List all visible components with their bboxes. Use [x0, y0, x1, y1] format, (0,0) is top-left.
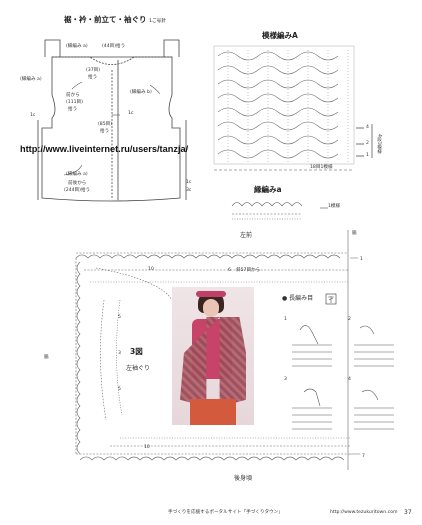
edge-label-top: (縁編み a): [66, 44, 88, 49]
pattern-a-repeat: 4段1模様: [376, 134, 382, 154]
edge-a-title: 縁編みa: [254, 185, 282, 194]
note-57: 斜57目から: [236, 268, 261, 273]
diagram3: [75, 230, 360, 470]
model-skirt: [190, 399, 236, 425]
stitch-guide: [292, 293, 394, 430]
pattern-a-mark-4: 4: [366, 125, 369, 130]
watermark-url: http://www.liveinternet.ru/users/tanzja/: [20, 144, 189, 154]
pattern-a-rows: [217, 50, 349, 162]
front-back-label: 前後から: [68, 181, 87, 186]
count-37b: 拾う: [88, 75, 98, 80]
footer-left: 手づくりを応援するポータルサイト「手づくりタウン」: [168, 510, 283, 515]
pattern-a-title: 模様編みA: [262, 31, 298, 40]
edge-a-chart: [231, 202, 328, 220]
pattern-a-mark-2: 2: [366, 141, 369, 146]
model-headband: [196, 291, 226, 297]
side-3c: 3c: [186, 188, 192, 193]
mark-3: 3: [118, 351, 121, 356]
mark-6: 6: [228, 268, 231, 273]
pattern-a-bottom-note: 18目1模様: [310, 165, 333, 170]
side-1c: 1c: [30, 113, 36, 118]
step-4: 4: [348, 377, 351, 382]
right-side-label: 脇: [352, 231, 357, 236]
side-1c-c: 1c: [186, 180, 192, 185]
side-1c-b: 1c: [128, 111, 134, 116]
count-top: (44目)拾う: [102, 44, 126, 49]
edge-left-label: (縁編み a): [20, 77, 42, 82]
mark-10: 10: [148, 267, 154, 272]
pattern-a-chart: [213, 45, 355, 171]
bottom-edge-label: (縁編み a): [66, 172, 88, 177]
model-photo: [172, 287, 254, 425]
mark-7: 7: [362, 454, 365, 459]
step-1: 1: [284, 317, 287, 322]
back-body-label: 後身頃: [234, 475, 253, 482]
mark-10b: 10: [144, 445, 150, 450]
step-3: 3: [284, 377, 287, 382]
count-244: (244目)拾う: [64, 188, 91, 193]
garment-title-suffix: 1ご号針: [149, 19, 166, 24]
count-111b: 拾う: [68, 107, 78, 112]
front-label: 前から: [66, 93, 80, 98]
page-number: 37: [404, 509, 412, 516]
mark-1: 1: [360, 257, 363, 262]
count-85: (85目): [98, 122, 113, 127]
garment-title-text: 裾・衿・前立て・袖ぐり: [64, 15, 147, 24]
pattern-a-mark-1: 1: [366, 153, 369, 158]
edge-a-note: 1模様: [328, 204, 341, 209]
count-37: (37目): [86, 68, 101, 73]
footer-right: http://www.tezukuritown.com: [330, 510, 398, 515]
count-111: (111目): [66, 100, 83, 105]
count-85b: 拾う: [100, 129, 110, 134]
armhole-label: 左袖ぐり: [126, 365, 151, 372]
step-2: 2: [348, 317, 351, 322]
left-side-label: 脇: [44, 355, 49, 360]
garment-title: 裾・衿・前立て・袖ぐり 1ご号針: [64, 16, 166, 25]
garment-schematic: [37, 39, 187, 202]
pattern-a-markers: [356, 124, 373, 158]
model-face: [203, 299, 219, 317]
edge-right-label: (縁編み b): [130, 90, 152, 95]
fig-3-title: 3図: [130, 347, 143, 356]
front-left-label: 左前: [240, 232, 253, 239]
mark-5a: 5: [118, 315, 121, 320]
stitch-guide-title: ● 長編み目: [282, 295, 314, 302]
mark-5b: 5: [118, 387, 121, 392]
